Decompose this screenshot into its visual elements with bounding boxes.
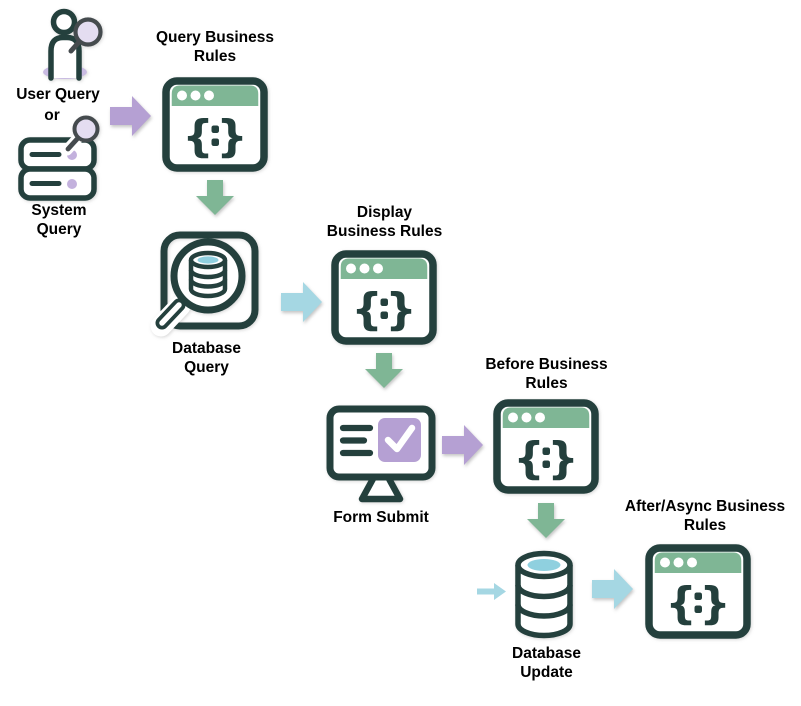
window-dot: [535, 412, 545, 423]
mini-database-top-fill: [197, 256, 219, 264]
server-magnifier-icon: [18, 115, 100, 201]
window-titlebar: [502, 407, 590, 428]
window-titlebar: [171, 85, 259, 106]
colon-dot: [542, 460, 550, 468]
colon-dot: [542, 447, 550, 455]
magnifier-handle: [68, 39, 82, 54]
before-business-rules-label: Before Business Rules: [485, 356, 608, 392]
window-dot: [190, 90, 201, 101]
display-business-rules-label: Display Business Rules: [326, 204, 443, 240]
window-dot: [521, 412, 532, 423]
arrow-before-rules-to-db-update: [527, 503, 565, 538]
arrow-db-update-to-after-rules: [592, 569, 633, 609]
brace-right-glyph: }: [547, 433, 578, 484]
window-dot: [204, 90, 214, 101]
mini-database-ring: [188, 278, 228, 289]
server-led: [67, 179, 77, 189]
query-business-rules-label: Query Business Rules: [155, 29, 275, 65]
magnifier-lens: [72, 115, 100, 143]
window-dot: [687, 557, 697, 568]
person-head: [50, 8, 78, 36]
database-query-label: Database Query: [172, 340, 241, 376]
user-query-label: User Query: [16, 86, 100, 103]
database-icon: [515, 550, 573, 639]
arrow-input-to-db-update: [477, 583, 506, 600]
query-rules-code-window-icon: { }: [162, 77, 268, 172]
arrow-form-submit-to-before-rules: [442, 425, 483, 465]
window-dot: [346, 263, 356, 274]
form-submit-label: Form Submit: [333, 509, 429, 526]
window-dot: [359, 263, 370, 274]
or-label: or: [44, 107, 60, 124]
window-dot: [508, 412, 518, 423]
database-ring: [515, 604, 573, 619]
magnifier-handle-inner: [159, 302, 182, 326]
check-icon: [384, 424, 416, 453]
brace-right-glyph: }: [699, 578, 730, 629]
arrow-display-rules-to-form-submit: [365, 353, 403, 388]
after-rules-code-window-icon: { }: [645, 544, 751, 639]
search-frame: [160, 231, 259, 330]
system-query-label: System Query: [31, 202, 87, 238]
after-async-business-rules-label: After/Async Business Rules: [624, 498, 786, 534]
window-dot: [177, 90, 187, 101]
colon-dot: [211, 138, 219, 146]
colon-dot: [211, 125, 219, 133]
magnifier-lens: [73, 17, 103, 47]
database-search-icon: [150, 231, 259, 337]
before-rules-code-window-icon: { }: [493, 399, 599, 494]
database-top-fill: [527, 559, 561, 571]
mini-database-ring: [188, 269, 228, 280]
brace-right-glyph: }: [216, 111, 247, 162]
colon-dot: [694, 592, 702, 600]
brace-right-glyph: }: [385, 284, 416, 335]
arrow-query-rules-to-db-query: [196, 180, 234, 215]
window-dot: [660, 557, 670, 568]
brace-left-glyph: {: [182, 111, 213, 162]
brace-left-glyph: {: [351, 284, 382, 335]
database-update-label: Database Update: [512, 645, 581, 681]
display-rules-code-window-icon: { }: [331, 250, 437, 345]
window-dot: [373, 263, 383, 274]
brace-left-glyph: {: [665, 578, 696, 629]
brace-left-glyph: {: [513, 433, 544, 484]
window-titlebar: [654, 552, 742, 573]
monitor-checkmark-icon: [326, 405, 436, 503]
database-ring: [515, 584, 573, 600]
window-titlebar: [340, 258, 428, 279]
colon-dot: [380, 298, 388, 306]
person-magnifier-icon: [43, 8, 103, 81]
arrow-db-query-to-display-rules: [281, 282, 322, 322]
database-body: [515, 565, 573, 639]
magnifier-handle: [65, 135, 81, 152]
colon-dot: [694, 605, 702, 613]
window-dot: [673, 557, 684, 568]
arrow-user-to-query-rules: [110, 96, 151, 136]
colon-dot: [380, 311, 388, 319]
